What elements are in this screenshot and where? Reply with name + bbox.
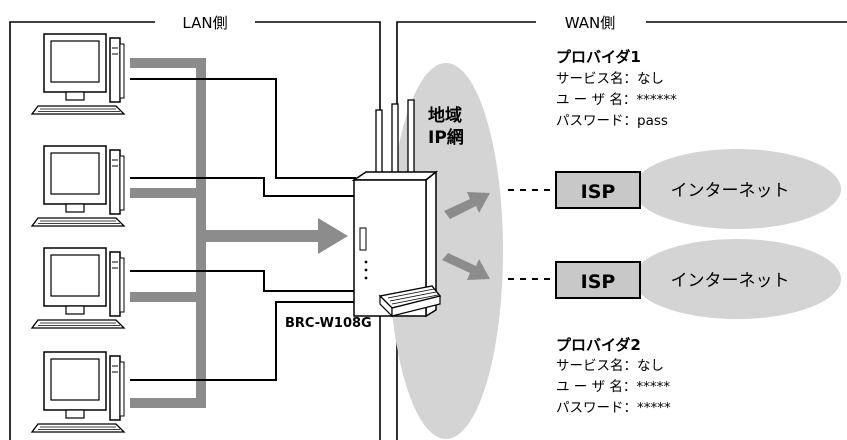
wan-panel-title: WAN側 [565, 14, 616, 32]
provider-2-service: サービス名：なし [556, 358, 664, 374]
internet-label-1: インターネット [671, 181, 790, 201]
provider-1-password: パスワード：pass [556, 113, 668, 129]
lan-bus [130, 58, 348, 408]
isp-box-1: ISP [556, 172, 640, 208]
isp-box-2-label: ISP [581, 271, 616, 293]
provider-2-info: プロバイダ2 サービス名：なし ユ ー ザ 名：***** パスワード：****… [556, 336, 671, 416]
pc-1 [32, 34, 124, 114]
pc-4 [32, 352, 124, 432]
dashed-links [508, 190, 556, 279]
isp-box-1-label: ISP [581, 181, 616, 203]
provider-1-user: ユ ー ザ 名：****** [556, 92, 677, 108]
pc-2 [32, 146, 124, 226]
provider-2-name: プロバイダ2 [556, 336, 641, 354]
regional-ip-network-label-1: 地域 [428, 105, 462, 126]
pc-3 [32, 248, 124, 328]
provider-1-info: プロバイダ1 サービス名：なし ユ ー ザ 名：****** パスワード：pas… [556, 48, 677, 129]
lan-panel-title: LAN側 [182, 14, 227, 32]
router-model-label: BRC-W108G [285, 316, 372, 331]
provider-1-name: プロバイダ1 [556, 48, 641, 66]
provider-2-password: パスワード：***** [556, 400, 671, 416]
regional-ip-network-label-2: IP網 [428, 127, 464, 148]
isp-box-2: ISP [556, 262, 640, 298]
provider-2-user: ユ ー ザ 名：***** [556, 379, 670, 395]
provider-1-service: サービス名：なし [556, 71, 664, 87]
internet-label-2: インターネット [671, 271, 790, 291]
